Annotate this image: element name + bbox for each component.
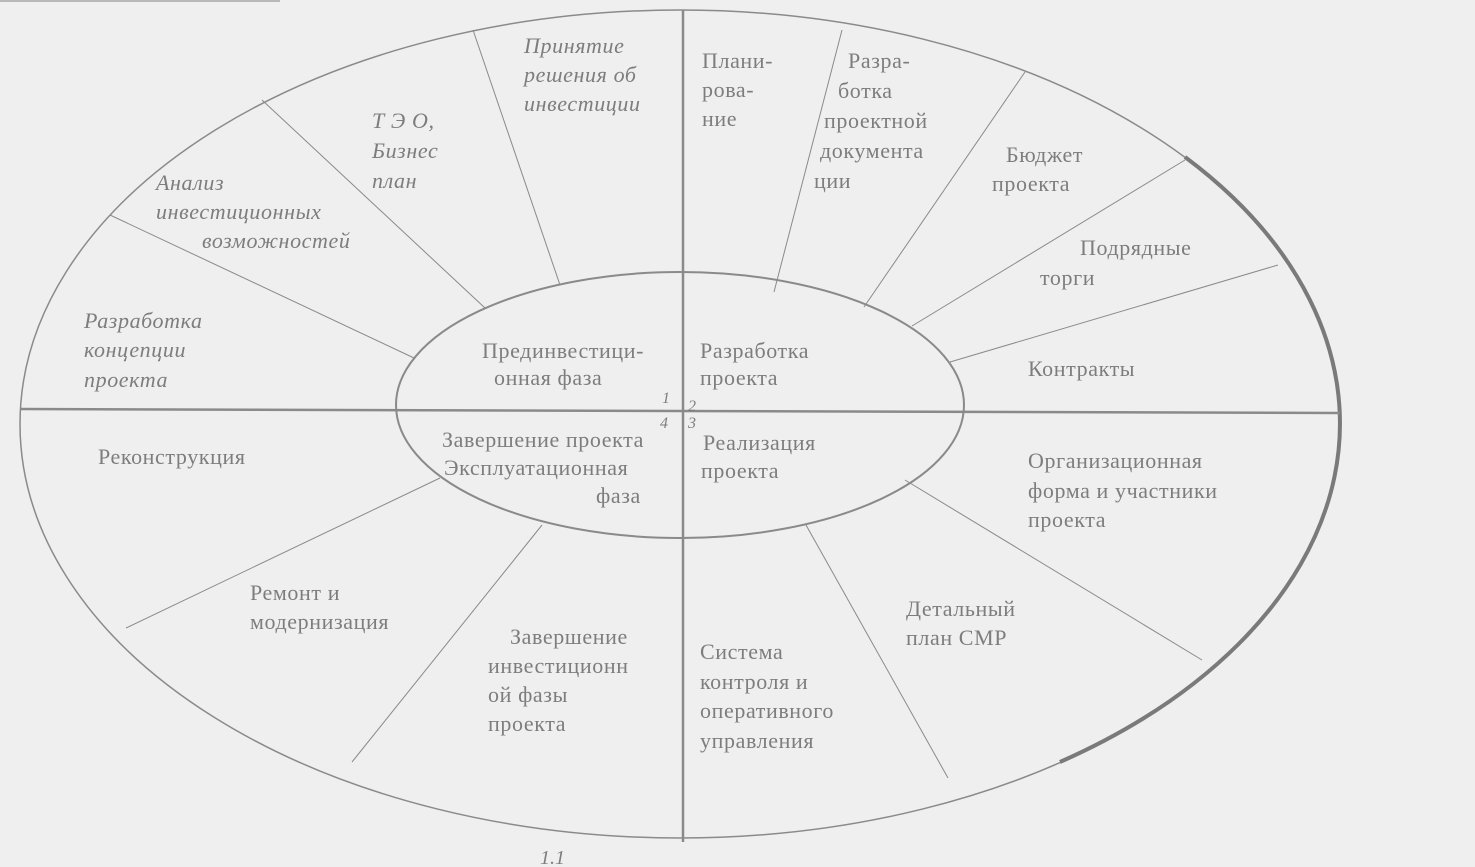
stage-contracts: Контракты (1028, 356, 1135, 381)
phase-project-implementation: Реализация проекта (701, 430, 822, 483)
divider-line (863, 71, 1026, 308)
divider-line (949, 264, 1279, 363)
divider-line (904, 479, 1203, 661)
stage-organizational-form: Организационная форма и участники проект… (1028, 448, 1224, 532)
divider-line (911, 159, 1186, 327)
divider-line (125, 477, 441, 629)
phase-completion-operation: Завершение проекта Эксплуатационная фаза (442, 427, 650, 508)
stage-project-budget: Бюджет проекта (992, 142, 1089, 196)
stage-concept-development: Разработка концепции проекта (83, 308, 209, 392)
stage-contractor-tenders: Подрядные торги (1040, 235, 1198, 290)
divider-line (109, 214, 415, 359)
outer-ellipse (19, 9, 1341, 839)
phase-number-4: 4 (660, 415, 668, 432)
outer-ellipse-shadow-arc (1059, 155, 1342, 764)
stage-investment-analysis: Анализ инвестиционных возможностей (154, 170, 351, 253)
stage-investment-completion: Завершение инвестиционн ой фазы проекта (488, 624, 635, 736)
stage-investment-decision: Принятие решения об инвестиции (522, 33, 643, 116)
stage-feasibility-business-plan: Т Э О, Бизнес план (371, 108, 444, 193)
stage-repair-modernization: Ремонт и модернизация (250, 580, 389, 634)
stage-reconstruction: Реконструкция (98, 444, 246, 469)
divider-line (773, 29, 843, 293)
horizontal-axis (19, 407, 1341, 415)
stage-design-documentation: Разра- ботка проектной документа ции (814, 48, 934, 193)
divider-line (261, 99, 486, 309)
inner-ellipse (395, 271, 965, 539)
phase-number-1: 1 (662, 390, 670, 407)
phase-preinvestment: Прединвестици- онная фаза (482, 338, 650, 390)
figure-caption: 1.1 (540, 847, 565, 867)
divider-line (805, 524, 949, 779)
phase-project-development: Разработка проекта (700, 338, 815, 390)
stage-construction-plan: Детальный план СМР (906, 596, 1022, 650)
phase-number-2: 2 (688, 398, 696, 415)
phase-number-3: 3 (687, 415, 696, 432)
divider-line (472, 29, 561, 286)
stage-planning: Плани- рова- ние (702, 48, 779, 131)
divider-line (351, 524, 543, 763)
stage-control-system: Система контроля и оперативного управлен… (700, 639, 840, 753)
